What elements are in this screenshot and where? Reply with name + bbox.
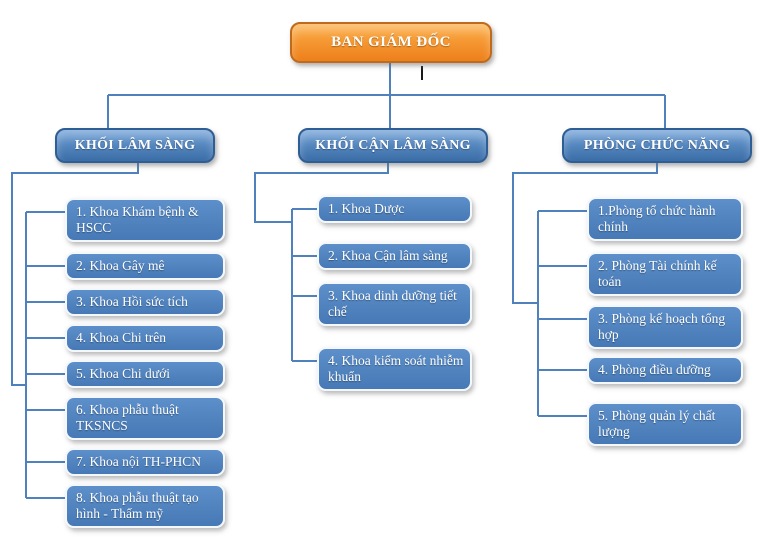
org-item: 4. Khoa kiểm soát nhiễm khuẩn bbox=[317, 347, 472, 391]
org-item: 8. Khoa phẫu thuật tạo hình - Thẩm mỹ bbox=[65, 484, 225, 528]
org-item: 1. Khoa Khám bệnh & HSCC bbox=[65, 198, 225, 242]
org-item: 2. Phòng Tài chính kế toán bbox=[587, 252, 743, 296]
org-item: 4. Khoa Chi trên bbox=[65, 324, 225, 352]
org-item: 5. Phòng quản lý chất lượng bbox=[587, 402, 743, 446]
org-node-khoi-lam-sang: KHỐI LÂM SÀNG bbox=[55, 128, 215, 163]
org-item: 3. Phòng kế hoạch tổng hợp bbox=[587, 305, 743, 349]
org-node-ban-giam-doc: BAN GIÁM ĐỐC bbox=[290, 22, 492, 63]
org-item: 3. Khoa Hồi sức tích bbox=[65, 288, 225, 316]
org-item: 7. Khoa nội TH-PHCN bbox=[65, 448, 225, 476]
org-node-phong-chuc-nang: PHÒNG CHỨC NĂNG bbox=[562, 128, 752, 163]
org-item: 1.Phòng tổ chức hành chính bbox=[587, 197, 743, 241]
org-item: 3. Khoa dinh dưỡng tiết chế bbox=[317, 282, 472, 326]
org-item: 2. Khoa Gây mê bbox=[65, 252, 225, 280]
org-node-khoi-can-lam-sang: KHỐI CẬN LÂM SÀNG bbox=[298, 128, 488, 163]
org-item: 5. Khoa Chi dưới bbox=[65, 360, 225, 388]
org-item: 4. Phòng điều dưỡng bbox=[587, 356, 743, 384]
org-item: 1. Khoa Dược bbox=[317, 195, 472, 223]
org-item: 2. Khoa Cận lâm sàng bbox=[317, 242, 472, 270]
org-item: 6. Khoa phẫu thuật TKSNCS bbox=[65, 396, 225, 440]
top-level-connectors bbox=[11, 63, 666, 499]
